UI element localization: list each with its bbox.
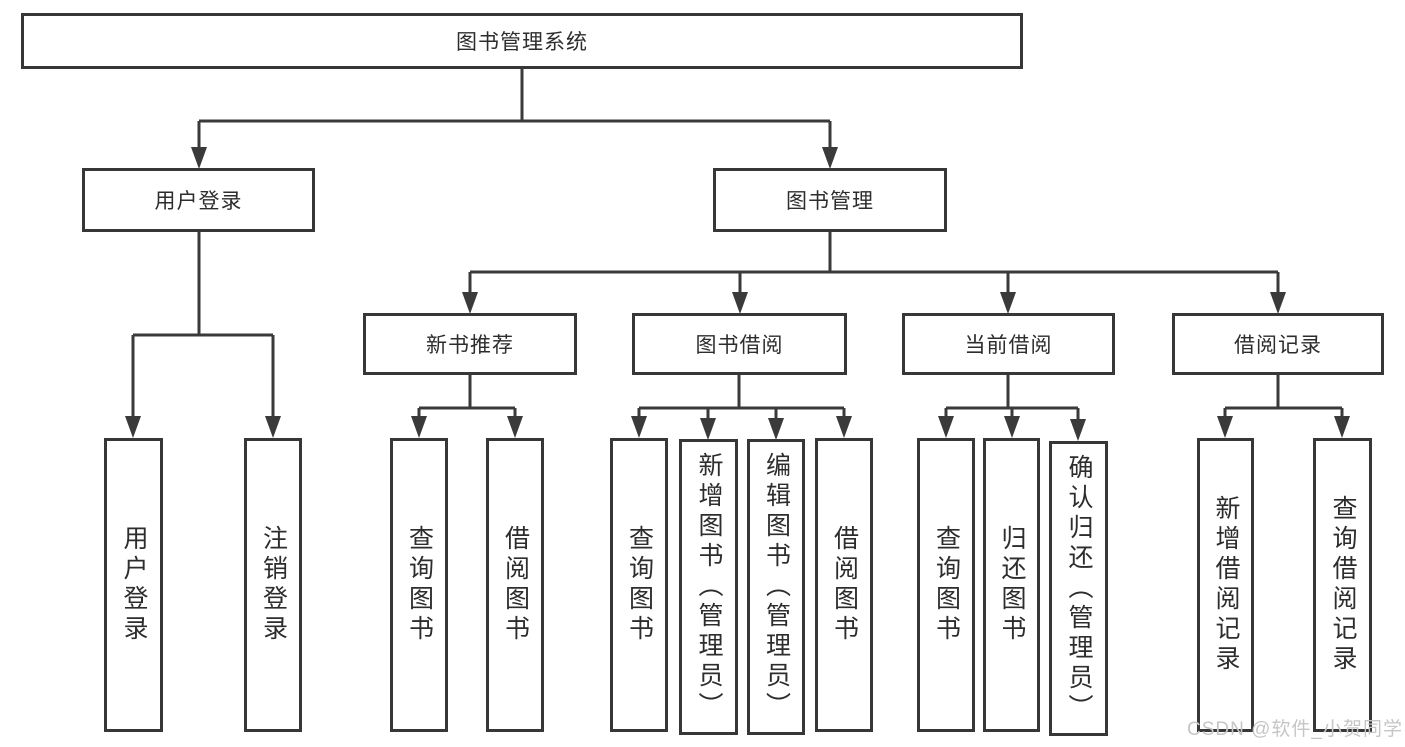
node-leaf-user-login-label: 用户登录 [120,525,148,645]
node-borrowing-records-label: 借阅记录 [1234,334,1322,357]
node-borrow-edit-books-admin-label: 编辑图书（管理员） [762,452,791,722]
node-book-borrowing: 图书借阅 [632,313,847,375]
node-current-borrowing: 当前借阅 [902,313,1115,375]
node-current-confirm-return-admin-label: 确认归还（管理员） [1065,453,1093,724]
node-leaf-user-login: 用户登录 [104,438,163,732]
node-borrowing-records: 借阅记录 [1172,313,1384,375]
arrowhead-icons [125,147,1350,441]
node-current-return-books: 归还图书 [983,438,1040,732]
node-recommend-query-books-label: 查询图书 [405,525,434,645]
node-borrow-query-books-label: 查询图书 [625,525,654,645]
node-borrow-edit-books-admin: 编辑图书（管理员） [747,439,805,735]
node-new-book-recommend: 新书推荐 [363,313,577,375]
node-records-add-record: 新增借阅记录 [1197,438,1254,732]
node-borrow-add-books-admin-label: 新增图书（管理员） [695,452,723,722]
node-records-add-record-label: 新增借阅记录 [1212,495,1240,675]
node-recommend-borrow-books: 借阅图书 [486,438,544,732]
node-book-borrowing-label: 图书借阅 [695,334,784,357]
node-new-book-recommend-label: 新书推荐 [426,334,514,357]
node-current-query-books: 查询图书 [917,438,975,732]
node-book-management-label: 图书管理 [786,190,874,213]
node-recommend-query-books: 查询图书 [390,438,448,732]
node-borrow-borrow-books-label: 借阅图书 [830,525,859,645]
node-user-login: 用户登录 [82,168,315,232]
node-leaf-logout: 注销登录 [244,438,302,732]
node-borrow-add-books-admin: 新增图书（管理员） [679,439,738,735]
node-current-query-books-label: 查询图书 [932,525,961,645]
node-user-login-label: 用户登录 [154,190,243,213]
node-records-query-record: 查询借阅记录 [1313,438,1372,732]
node-borrow-borrow-books: 借阅图书 [815,438,873,732]
node-root-label: 图书管理系统 [456,31,588,54]
node-records-query-record-label: 查询借阅记录 [1329,495,1357,675]
node-current-borrowing-label: 当前借阅 [964,334,1053,357]
node-current-confirm-return-admin: 确认归还（管理员） [1049,441,1108,736]
node-recommend-borrow-books-label: 借阅图书 [501,525,530,645]
node-book-management: 图书管理 [713,168,947,232]
node-current-return-books-label: 归还图书 [998,525,1026,645]
node-leaf-logout-label: 注销登录 [259,525,288,645]
node-borrow-query-books: 查询图书 [610,438,668,732]
watermark: CSDN @软件_小贺同学 [1187,719,1403,740]
node-root: 图书管理系统 [21,13,1023,69]
